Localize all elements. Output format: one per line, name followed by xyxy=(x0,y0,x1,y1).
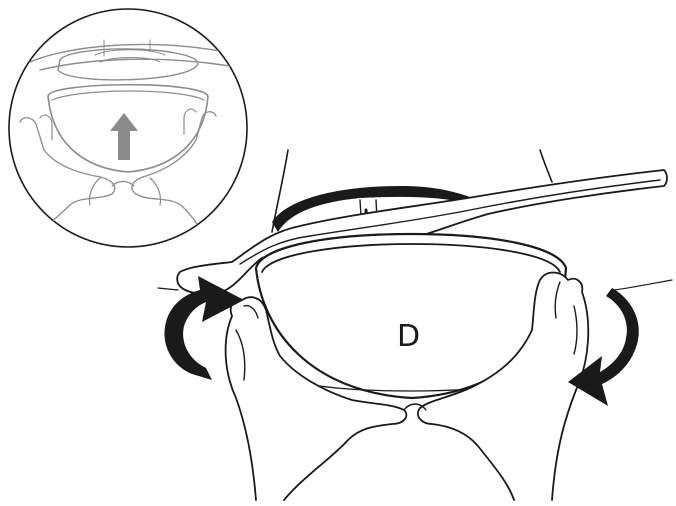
main-illustration: D xyxy=(158,150,672,500)
inset-detail xyxy=(9,9,247,247)
ceiling-line-right xyxy=(540,150,552,182)
part-label-d: D xyxy=(397,319,420,354)
